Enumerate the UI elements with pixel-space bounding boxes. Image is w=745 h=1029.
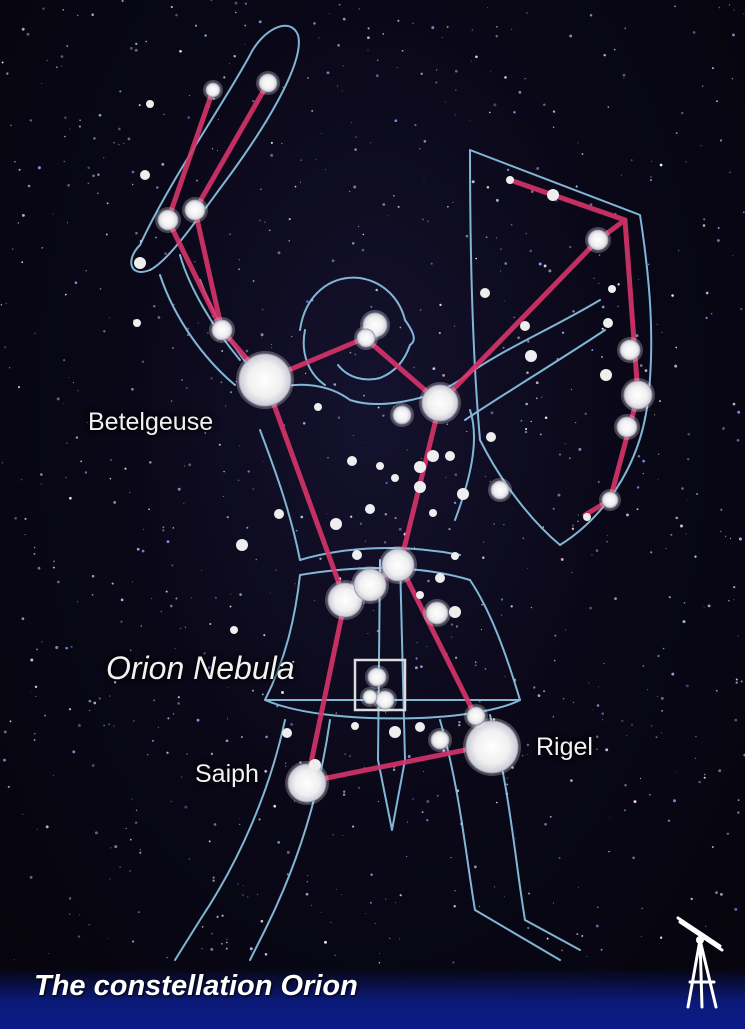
background-starfield xyxy=(1,0,745,963)
minor-star xyxy=(389,726,401,738)
minor-star xyxy=(134,257,146,269)
star-elbow xyxy=(212,320,232,340)
minor-star xyxy=(236,539,248,551)
minor-star xyxy=(376,462,384,470)
star-shin xyxy=(431,731,449,749)
caption-title: The constellation Orion xyxy=(34,970,358,1003)
minor-star xyxy=(416,591,424,599)
telescope-icon xyxy=(670,912,730,1012)
minor-star xyxy=(486,432,496,442)
star-betelgeuse xyxy=(239,354,291,406)
star-club-3 xyxy=(259,74,277,92)
minor-star xyxy=(583,513,591,521)
label-saiph: Saiph xyxy=(195,760,259,789)
minor-star xyxy=(449,606,461,618)
star-nebula-1 xyxy=(368,668,386,686)
minor-star xyxy=(435,573,445,583)
minor-star xyxy=(146,100,154,108)
star-rigel xyxy=(466,721,518,773)
minor-star xyxy=(314,403,322,411)
minor-star xyxy=(480,288,490,298)
minor-star xyxy=(391,474,399,482)
minor-star xyxy=(352,550,362,560)
minor-star xyxy=(603,318,613,328)
star-sword xyxy=(426,602,448,624)
minor-star xyxy=(525,350,537,362)
minor-star xyxy=(451,552,459,560)
star-club-4 xyxy=(206,83,220,97)
minor-star xyxy=(506,176,514,184)
label-orion-nebula: Orion Nebula xyxy=(106,650,295,687)
label-rigel: Rigel xyxy=(536,733,593,762)
minor-star xyxy=(347,456,357,466)
orion-figure-outline xyxy=(131,26,651,960)
minor-star xyxy=(608,285,616,293)
minor-star xyxy=(140,170,150,180)
minor-star xyxy=(547,189,559,201)
minor-star xyxy=(330,518,342,530)
star-saiph xyxy=(288,764,326,802)
minor-star xyxy=(133,319,141,327)
minor-star xyxy=(427,450,439,462)
minor-star xyxy=(351,722,359,730)
star-shield-2 xyxy=(624,381,652,409)
star-club-1 xyxy=(158,210,178,230)
minor-star xyxy=(415,722,425,732)
star-knee xyxy=(467,707,485,725)
minor-star xyxy=(365,504,375,514)
minor-star xyxy=(230,626,238,634)
star-bellatrix xyxy=(422,385,458,421)
minor-star xyxy=(457,488,469,500)
minor-star xyxy=(429,509,437,517)
star-nebula-3 xyxy=(363,690,377,704)
star-shield-4 xyxy=(617,417,637,437)
star-chest xyxy=(393,406,411,424)
minor-star xyxy=(520,321,530,331)
star-club-2 xyxy=(185,200,205,220)
star-waist xyxy=(491,481,509,499)
minor-star xyxy=(414,461,426,473)
minor-star xyxy=(282,728,292,738)
star-shield-5 xyxy=(602,492,618,508)
star-shield-1 xyxy=(588,230,608,250)
star-mintaka xyxy=(382,549,414,581)
minor-star xyxy=(274,509,284,519)
minor-star xyxy=(414,481,426,493)
minor-star xyxy=(600,369,612,381)
label-betelgeuse: Betelgeuse xyxy=(88,408,213,437)
minor-star xyxy=(445,451,455,461)
star-shield-3 xyxy=(620,340,640,360)
minor-star xyxy=(309,759,321,771)
star-face xyxy=(357,329,375,347)
